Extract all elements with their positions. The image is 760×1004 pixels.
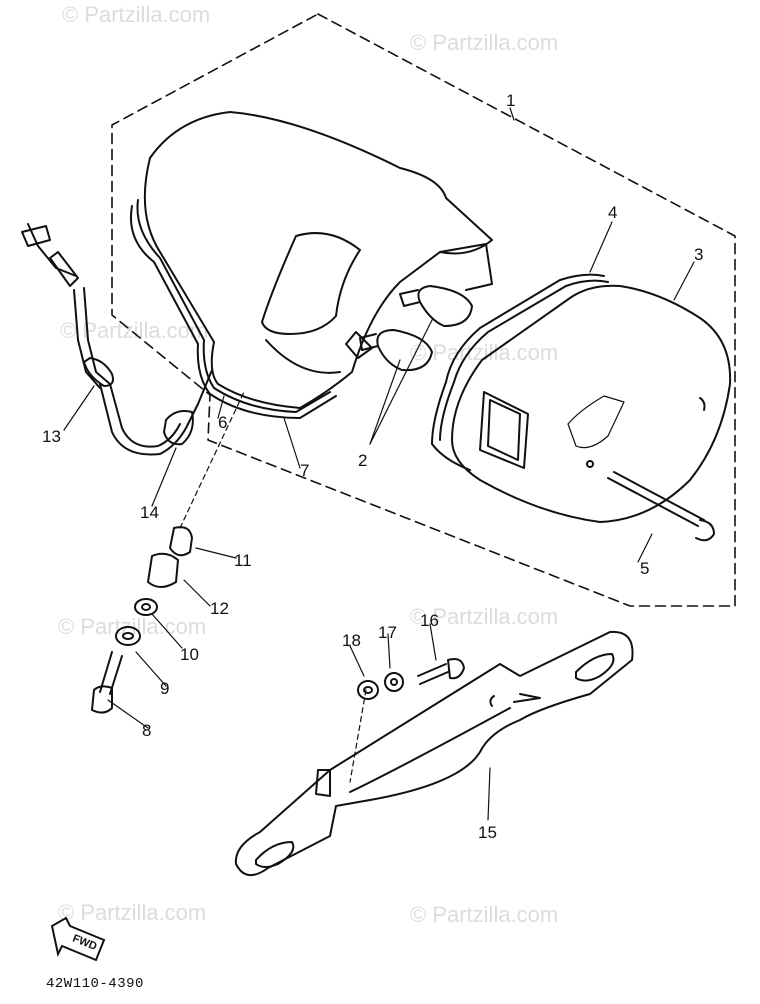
watermark: © Partzilla.com bbox=[410, 902, 559, 927]
watermark: © Partzilla.com bbox=[62, 2, 211, 27]
callout-14: 14 bbox=[140, 503, 159, 522]
callout-3: 3 bbox=[694, 245, 704, 264]
lamp-base bbox=[130, 111, 493, 419]
collar-11 bbox=[169, 526, 193, 557]
fwd-arrow bbox=[50, 916, 106, 962]
washer-10 bbox=[134, 598, 158, 616]
watermark: © Partzilla.com bbox=[410, 340, 559, 365]
bolt-16 bbox=[417, 658, 465, 685]
assembly-boundary bbox=[111, 13, 736, 607]
washer-17 bbox=[384, 672, 404, 692]
leader-lines bbox=[63, 107, 695, 821]
washer-9 bbox=[115, 626, 141, 646]
callout-7: 7 bbox=[300, 461, 310, 480]
callout-1: 1 bbox=[506, 91, 516, 110]
svg-text:FWD: FWD bbox=[71, 933, 99, 954]
wire-harness bbox=[21, 223, 213, 456]
callout-18: 18 bbox=[342, 631, 361, 650]
watermark: © Partzilla.com bbox=[410, 604, 559, 629]
tail-lens bbox=[451, 284, 732, 523]
fwd-label: FWD bbox=[71, 933, 99, 954]
bulb-upper bbox=[399, 285, 473, 327]
callout-6: 6 bbox=[218, 413, 228, 432]
callout-11: 11 bbox=[234, 551, 252, 570]
bolt-8 bbox=[91, 651, 123, 714]
grommet-12 bbox=[147, 552, 179, 588]
watermark: © Partzilla.com bbox=[58, 900, 207, 925]
watermark: © Partzilla.com bbox=[410, 30, 559, 55]
callout-10: 10 bbox=[180, 645, 199, 664]
license-bracket bbox=[234, 630, 634, 876]
callout-5: 5 bbox=[640, 559, 650, 578]
callout-4: 4 bbox=[608, 203, 618, 222]
callout-9: 9 bbox=[160, 679, 170, 698]
callout-17: 17 bbox=[378, 623, 397, 642]
callout-8: 8 bbox=[142, 721, 152, 740]
nut-18 bbox=[357, 680, 379, 700]
callout-13: 13 bbox=[42, 427, 61, 446]
callout-15: 15 bbox=[478, 823, 497, 842]
diagram-code: 42W110-4390 bbox=[46, 976, 144, 992]
callout-12: 12 bbox=[210, 599, 229, 618]
callout-16: 16 bbox=[420, 611, 439, 630]
callout-2: 2 bbox=[358, 451, 368, 470]
screw-5 bbox=[607, 471, 715, 542]
watermark: © Partzilla.com bbox=[60, 318, 209, 343]
bulb-lower bbox=[359, 329, 433, 372]
gasket bbox=[431, 273, 605, 471]
